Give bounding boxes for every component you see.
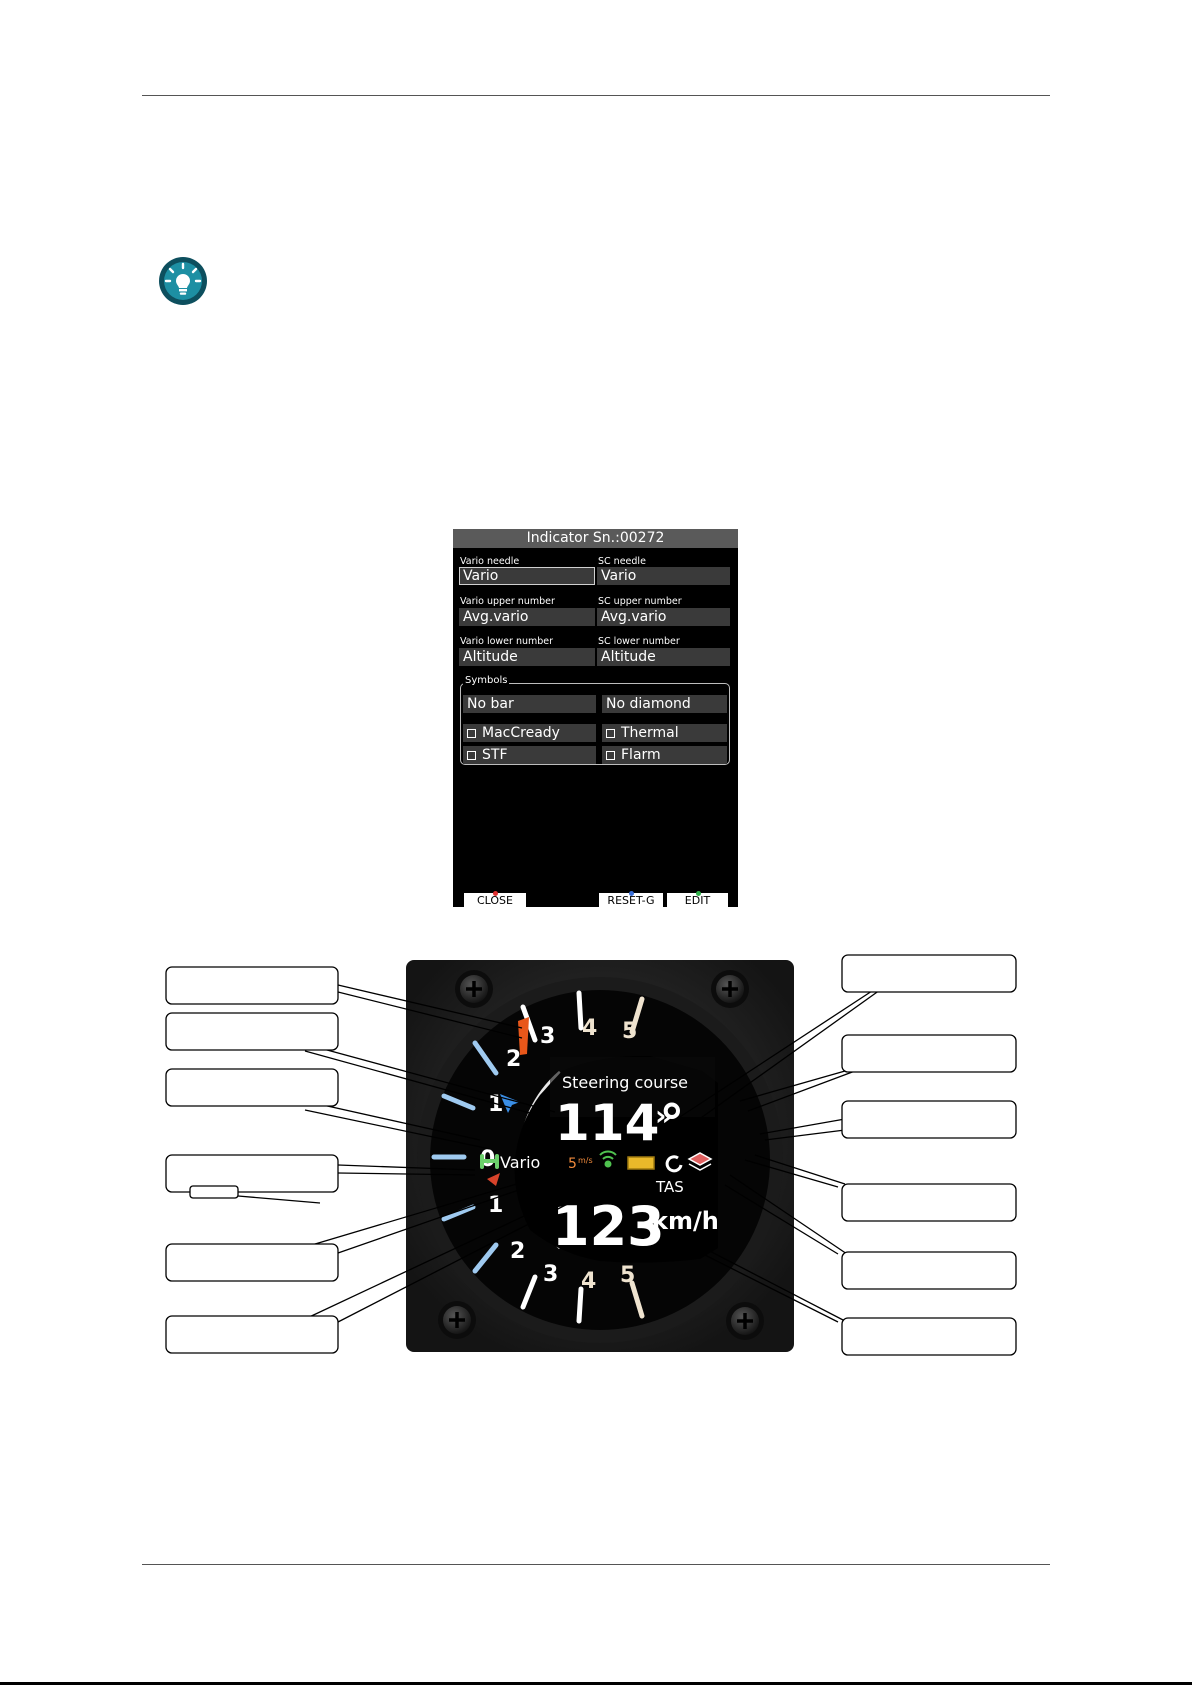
mccready-unit: m/s xyxy=(578,1156,593,1165)
blue-dot-icon xyxy=(629,891,634,896)
stf-checkbox[interactable]: STF xyxy=(463,746,596,764)
callout-box xyxy=(165,1154,339,1193)
green-dot-icon xyxy=(695,891,701,896)
diamond-select[interactable]: No diamond xyxy=(602,695,727,713)
close-softkey[interactable]: CLOSE xyxy=(464,891,526,907)
lower-scale-label-4: 4 xyxy=(581,1269,596,1294)
bar-select[interactable]: No bar xyxy=(463,695,596,713)
refresh-icon xyxy=(665,1155,683,1173)
maccready-checkbox[interactable]: MacCready xyxy=(463,724,596,742)
red-dot-icon xyxy=(493,891,498,896)
speed-value: 123 xyxy=(552,1195,665,1258)
checkbox-icon xyxy=(467,751,476,760)
reset-g-softkey[interactable]: RESET-G xyxy=(599,891,663,907)
callout-box xyxy=(165,966,339,1005)
callout-box xyxy=(841,1317,1017,1356)
vario-lower-number-label: Vario lower number xyxy=(460,636,554,647)
sc-lower-number-label: SC lower number xyxy=(598,636,680,647)
lightbulb-icon xyxy=(159,257,207,305)
symbols-group xyxy=(460,683,730,765)
checkbox-icon xyxy=(606,751,615,760)
vario-upper-number-label: Vario upper number xyxy=(460,596,555,607)
scale-label-4: 4 xyxy=(582,1016,597,1041)
small-callout-box xyxy=(189,1185,239,1199)
callout-box xyxy=(165,1315,339,1354)
edit-label: EDIT xyxy=(684,894,711,907)
battery-icon xyxy=(627,1156,655,1170)
sc-upper-number-label: SC upper number xyxy=(598,596,682,607)
callout-box xyxy=(841,1100,1017,1139)
vario-upper-number-select[interactable]: Avg.vario xyxy=(459,608,595,626)
callout-box xyxy=(165,1068,339,1107)
vario-needle-select[interactable]: Vario xyxy=(459,567,595,585)
footer-rule xyxy=(142,1564,1050,1565)
header-rule xyxy=(142,95,1050,96)
speed-unit: km/h xyxy=(652,1207,719,1235)
steering-course-label: Steering course xyxy=(562,1073,688,1092)
callout-box xyxy=(841,1183,1017,1222)
sc-needle-select[interactable]: Vario xyxy=(597,567,730,585)
page-bottom-edge xyxy=(0,1682,1192,1685)
callout-box xyxy=(165,1012,339,1051)
lower-scale-label-2: 2 xyxy=(510,1239,525,1264)
maccready-label: MacCready xyxy=(482,725,560,741)
vario-lower-number-select[interactable]: Altitude xyxy=(459,648,595,666)
sc-lower-number-select[interactable]: Altitude xyxy=(597,648,730,666)
stf-label: STF xyxy=(482,747,508,763)
dialog-title: Indicator Sn.:00272 xyxy=(453,529,738,548)
scale-label-2: 2 xyxy=(506,1047,521,1072)
thermal-label: Thermal xyxy=(621,725,679,741)
close-label: CLOSE xyxy=(476,894,513,907)
scale-label-3: 3 xyxy=(540,1024,555,1049)
callout-box xyxy=(165,1243,339,1282)
gps-signal-icon xyxy=(599,1150,617,1168)
thermal-checkbox[interactable]: Thermal xyxy=(602,724,727,742)
mccready-value: 5 xyxy=(568,1156,577,1172)
indicator-settings-dialog: Indicator Sn.:00272 Vario needle Vario S… xyxy=(453,529,738,907)
needle-source-label: Vario xyxy=(500,1153,540,1172)
scale-label-5: 5 xyxy=(622,1019,637,1044)
lower-scale-label-3: 3 xyxy=(543,1262,558,1287)
layers-icon xyxy=(687,1152,713,1171)
checkbox-icon xyxy=(606,729,615,738)
symbols-legend: Symbols xyxy=(463,675,510,686)
heading-arrows: » xyxy=(655,1099,673,1132)
flarm-label: Flarm xyxy=(621,747,661,763)
lower-scale-label-1: 1 xyxy=(488,1193,503,1218)
speed-type-label: TAS xyxy=(655,1178,684,1196)
indicator-instrument: 0 1 2 3 4 5 1 2 3 4 5 Steering course 11… xyxy=(406,960,794,1352)
flarm-checkbox[interactable]: Flarm xyxy=(602,746,727,764)
edit-softkey[interactable]: EDIT xyxy=(667,891,728,907)
lower-scale-label-5: 5 xyxy=(620,1263,635,1288)
callout-box xyxy=(841,954,1017,993)
callout-box xyxy=(841,1034,1017,1073)
sc-upper-number-select[interactable]: Avg.vario xyxy=(597,608,730,626)
callout-box xyxy=(841,1251,1017,1290)
vario-needle-label: Vario needle xyxy=(460,556,520,567)
bar-indicator-icon xyxy=(480,1154,499,1169)
reset-g-label: RESET-G xyxy=(607,894,655,907)
sc-needle-label: SC needle xyxy=(598,556,646,567)
checkbox-icon xyxy=(467,729,476,738)
